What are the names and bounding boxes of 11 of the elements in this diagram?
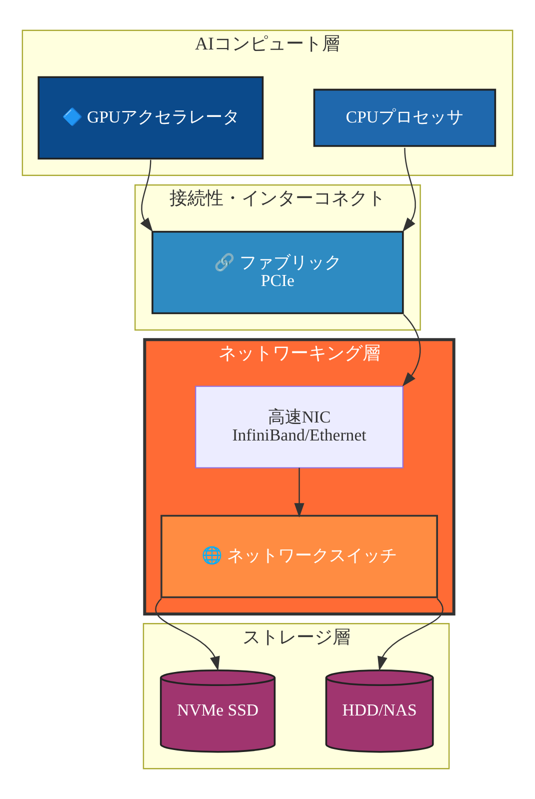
- arrow: [402, 314, 421, 387]
- node-box: 🌐 ネットワークスイッチ: [160, 514, 438, 598]
- arrow: [155, 598, 220, 671]
- arrow: [294, 468, 304, 518]
- node-box: 🔷 GPUアクセラレータ: [38, 76, 264, 160]
- node-box: 🔗 ファブリック PCIe: [152, 230, 404, 314]
- arrow: [402, 148, 416, 232]
- arrow: [378, 598, 444, 671]
- arrow: [140, 160, 153, 232]
- node-box: 高速NIC InfiniBand/Ethernet: [195, 386, 404, 468]
- node-box: CPUプロセッサ: [313, 88, 496, 147]
